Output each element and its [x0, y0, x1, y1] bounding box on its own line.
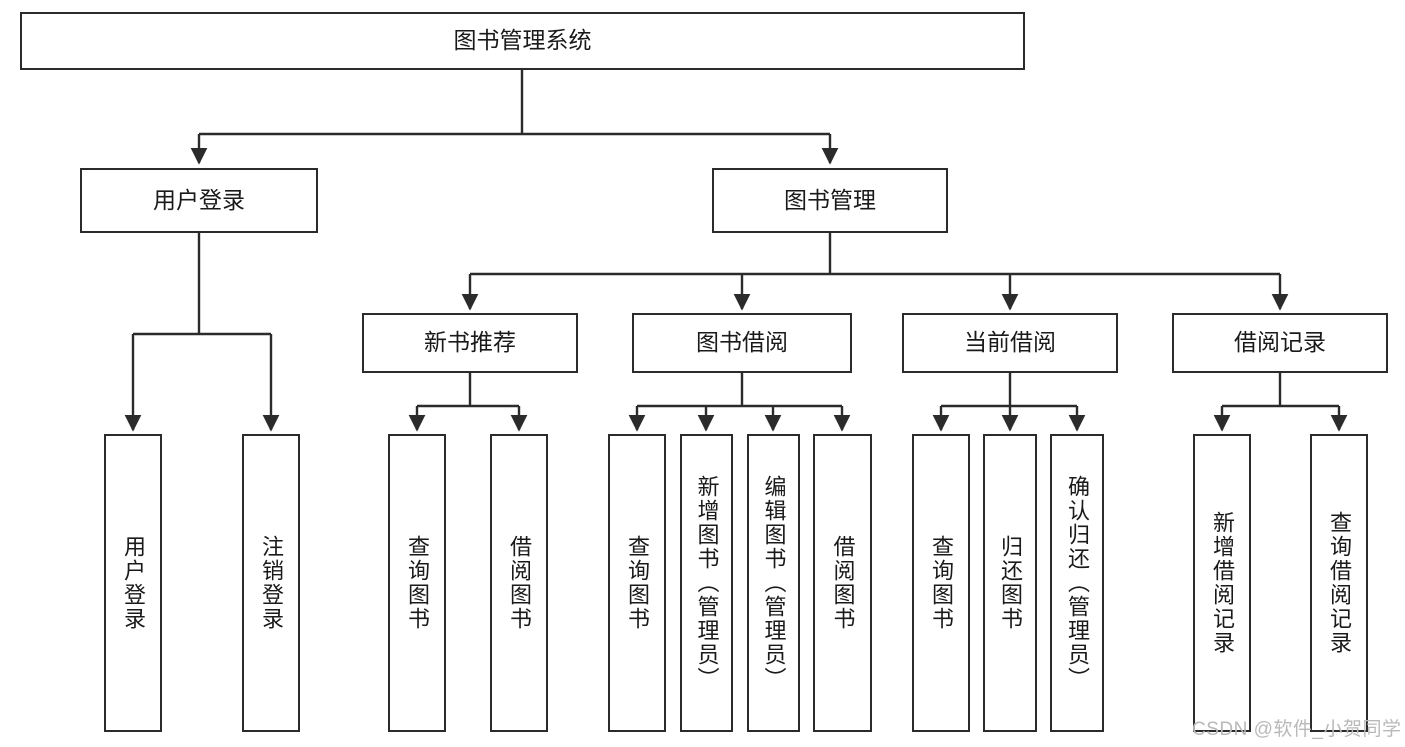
- node-leaf-add-record-label: 新增借阅记录: [1209, 511, 1235, 655]
- node-user-login[interactable]: 用户登录: [80, 168, 318, 233]
- node-new-book-recommend-label: 新书推荐: [424, 329, 516, 356]
- node-leaf-borrow-book-2-label: 借阅图书: [830, 535, 856, 631]
- node-leaf-query-book-2-label: 查询图书: [624, 535, 650, 631]
- node-leaf-confirm-return[interactable]: 确认归还（管理员）: [1050, 434, 1104, 732]
- node-leaf-query-book-3-label: 查询图书: [928, 535, 954, 631]
- node-book-borrow[interactable]: 图书借阅: [632, 313, 852, 373]
- node-leaf-user-logout[interactable]: 注销登录: [242, 434, 300, 732]
- node-book-management[interactable]: 图书管理: [712, 168, 948, 233]
- node-leaf-borrow-book-1[interactable]: 借阅图书: [490, 434, 548, 732]
- node-leaf-edit-book[interactable]: 编辑图书（管理员）: [747, 434, 800, 732]
- node-leaf-return-book-label: 归还图书: [997, 535, 1023, 631]
- node-new-book-recommend[interactable]: 新书推荐: [362, 313, 578, 373]
- node-leaf-query-book-2[interactable]: 查询图书: [608, 434, 666, 732]
- node-current-borrow[interactable]: 当前借阅: [902, 313, 1118, 373]
- node-book-management-label: 图书管理: [784, 186, 876, 213]
- node-leaf-add-book[interactable]: 新增图书（管理员）: [680, 434, 733, 732]
- node-book-borrow-label: 图书借阅: [696, 329, 788, 356]
- node-leaf-borrow-book-1-label: 借阅图书: [506, 535, 532, 631]
- watermark: CSDN @软件_小贺同学: [1192, 719, 1402, 740]
- node-leaf-query-book-3[interactable]: 查询图书: [912, 434, 970, 732]
- node-leaf-borrow-book-2[interactable]: 借阅图书: [813, 434, 872, 732]
- node-leaf-query-book-1[interactable]: 查询图书: [388, 434, 446, 732]
- node-leaf-query-record[interactable]: 查询借阅记录: [1310, 434, 1368, 732]
- node-leaf-user-login-label: 用户登录: [120, 535, 146, 631]
- node-leaf-confirm-return-label: 确认归还（管理员）: [1064, 475, 1090, 691]
- node-borrow-records-label: 借阅记录: [1234, 329, 1326, 356]
- node-leaf-user-login[interactable]: 用户登录: [104, 434, 162, 732]
- node-leaf-add-record[interactable]: 新增借阅记录: [1193, 434, 1251, 732]
- node-leaf-return-book[interactable]: 归还图书: [983, 434, 1037, 732]
- node-borrow-records[interactable]: 借阅记录: [1172, 313, 1388, 373]
- node-leaf-add-book-label: 新增图书（管理员）: [694, 475, 720, 691]
- node-current-borrow-label: 当前借阅: [964, 329, 1056, 356]
- node-root[interactable]: 图书管理系统: [20, 12, 1025, 70]
- node-leaf-edit-book-label: 编辑图书（管理员）: [761, 475, 787, 691]
- node-root-label: 图书管理系统: [453, 27, 592, 54]
- node-leaf-user-logout-label: 注销登录: [258, 535, 284, 631]
- node-user-login-label: 用户登录: [153, 186, 245, 213]
- node-leaf-query-book-1-label: 查询图书: [404, 535, 430, 631]
- node-leaf-query-record-label: 查询借阅记录: [1326, 511, 1352, 655]
